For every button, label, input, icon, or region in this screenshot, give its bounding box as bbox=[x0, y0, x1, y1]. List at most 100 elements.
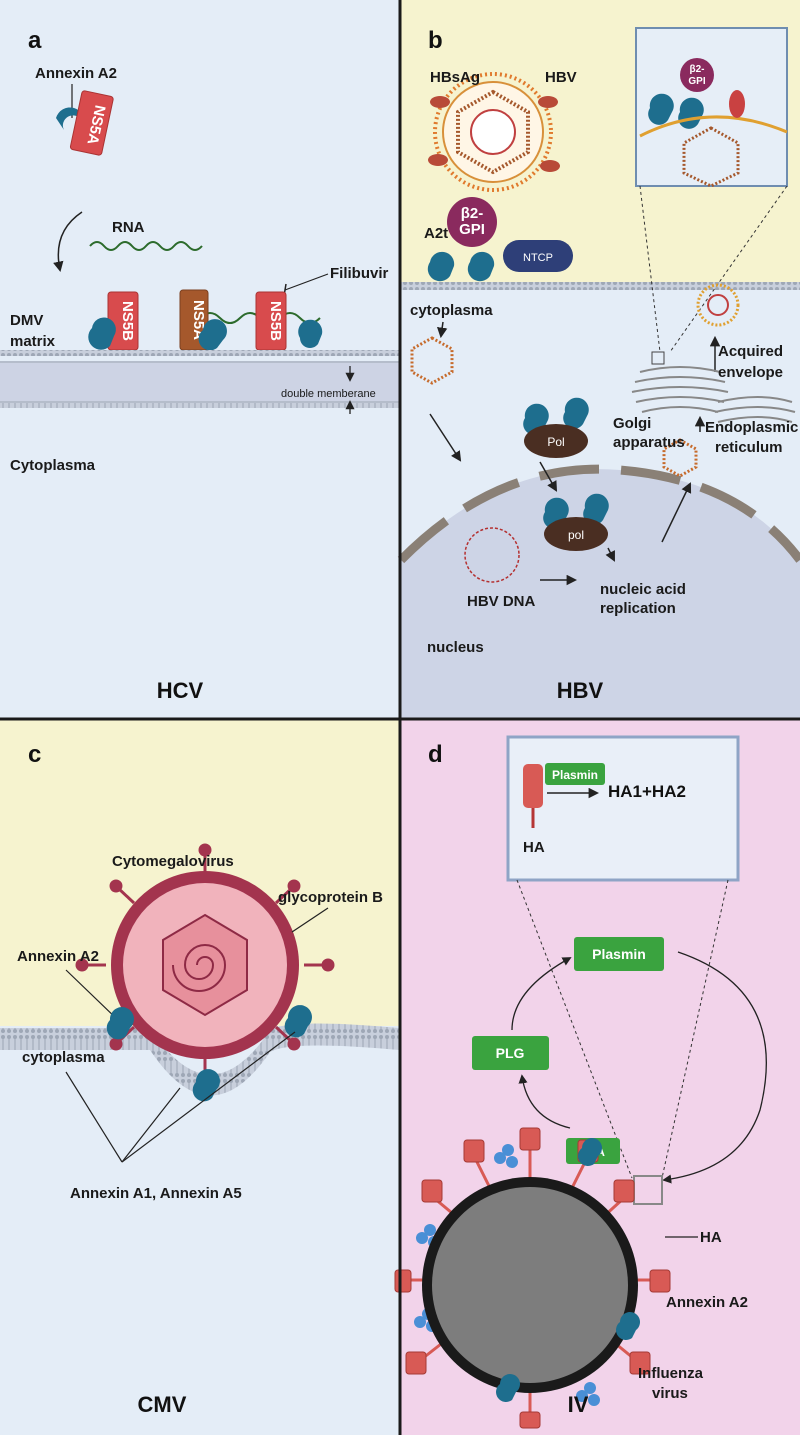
b2gpi-circle bbox=[447, 197, 497, 247]
cytoplasma-label: Cytoplasma bbox=[10, 457, 96, 474]
hbv-virion-label: HBV bbox=[545, 69, 577, 86]
panel-a: a Annexin A2 NS5A RNA Filibuvir DMV matr… bbox=[0, 0, 399, 718]
filibuvir-label: Filibuvir bbox=[330, 265, 389, 282]
golgi-label-line1: Golgi bbox=[613, 415, 651, 432]
pol-upper-label: Pol bbox=[547, 435, 564, 449]
annexin-a1-a5-label: Annexin A1, Annexin A5 bbox=[70, 1185, 242, 1202]
b2gpi-label-line2: GPI bbox=[459, 221, 485, 238]
dmv-membrane-bottom bbox=[0, 402, 399, 408]
panel-d: d Plasmin HA1+HA2 HA Plasmin PLG t-PA bbox=[394, 720, 800, 1435]
panel-d-letter: d bbox=[428, 741, 443, 768]
ntcp-receptor bbox=[503, 240, 573, 272]
pol-lower-label: pol bbox=[568, 528, 584, 542]
ns5b-right-label: NS5B bbox=[267, 301, 284, 341]
d-zoom-line-left bbox=[516, 879, 633, 1179]
capsid-cytoplasm bbox=[410, 336, 454, 385]
a2t-annexin-left bbox=[427, 251, 455, 282]
plasmin-box bbox=[574, 937, 664, 971]
ha-label: HA bbox=[700, 1229, 722, 1246]
panel-a-letter: a bbox=[28, 27, 42, 54]
zoom-box bbox=[651, 351, 665, 365]
annexin-shape-ns5b-left bbox=[88, 317, 116, 350]
panel-b-title: HBV bbox=[557, 678, 604, 703]
ns5a-middle-label: NS5A bbox=[190, 300, 207, 340]
free-annexin-shape bbox=[298, 319, 323, 349]
a2t-annexin-right bbox=[467, 251, 495, 282]
tpa-to-plg-arrow bbox=[518, 1074, 571, 1129]
double-membrane-label: double memberane bbox=[281, 388, 376, 400]
enveloped-virion bbox=[696, 283, 740, 327]
golgi-label-line2: apparatus bbox=[613, 434, 685, 451]
ns5a-annexin-complex: NS5A bbox=[56, 90, 114, 156]
replication-label-line1: nucleic acid bbox=[600, 581, 686, 598]
rna-label: RNA bbox=[112, 219, 145, 236]
panel-a-background bbox=[0, 0, 399, 718]
inset-plasmin-label: Plasmin bbox=[552, 768, 598, 782]
panel-d-title: IV bbox=[568, 1392, 589, 1417]
dmv-membrane-top bbox=[0, 350, 399, 356]
ns5b-protein-left: NS5B bbox=[88, 291, 139, 351]
influenza-core bbox=[432, 1187, 628, 1383]
influenza-label-line1: Influenza bbox=[638, 1365, 704, 1382]
panel-b-cytoplasma-label: cytoplasma bbox=[410, 302, 493, 319]
plg-box bbox=[472, 1036, 549, 1070]
plg-label: PLG bbox=[496, 1045, 525, 1061]
pol-upper bbox=[524, 424, 588, 458]
er-label-line2: reticulum bbox=[715, 439, 783, 456]
ha1-ha2-label: HA1+HA2 bbox=[608, 782, 686, 801]
inset-plasmin-box bbox=[545, 763, 605, 785]
dmv-label: DMV bbox=[10, 312, 43, 329]
b2gpi-label-line1: β2- bbox=[461, 205, 484, 222]
d-zoom-line-right bbox=[661, 879, 729, 1179]
influenza-virus bbox=[394, 1127, 671, 1429]
replication-label-line2: replication bbox=[600, 600, 676, 617]
ns5a-protein bbox=[69, 90, 114, 156]
ha-cleavage-inset bbox=[506, 735, 740, 882]
nucleus-label: nucleus bbox=[427, 639, 484, 656]
endoplasmic-reticulum bbox=[714, 396, 796, 423]
acquired-envelope-line1: Acquired bbox=[718, 343, 783, 360]
inset-zoom-line-right bbox=[669, 185, 788, 353]
panel-a-title: HCV bbox=[157, 678, 204, 703]
ns5b-protein-right: NS5B bbox=[255, 291, 287, 351]
inset-zoom-line-left bbox=[639, 185, 661, 353]
inset-ha-label: HA bbox=[523, 839, 545, 856]
panel-b: b HBsAg HBV β2- GPI A2t NTCP β2- GPI bbox=[397, 0, 800, 718]
plasmin-label: Plasmin bbox=[592, 946, 646, 962]
matrix-label: matrix bbox=[10, 333, 56, 350]
plasmin-to-ha-arrow bbox=[662, 951, 767, 1184]
inset-b2gpi-line2: GPI bbox=[688, 76, 705, 87]
panel-c-cytoplasma-label: cytoplasma bbox=[22, 1049, 105, 1066]
annexin-a2-label: Annexin A2 bbox=[35, 65, 117, 82]
hbv-dna-label: HBV DNA bbox=[467, 593, 536, 610]
glycoprotein-b-label: glycoprotein B bbox=[278, 889, 383, 906]
pol-lower bbox=[544, 517, 608, 551]
inset-b2gpi-line1: β2- bbox=[690, 64, 705, 75]
filibuvir-pointer bbox=[284, 273, 329, 291]
cytomegalovirus-label: Cytomegalovirus bbox=[112, 853, 234, 870]
hbv-dna-circle bbox=[464, 527, 520, 583]
acquired-envelope-line2: envelope bbox=[718, 364, 783, 381]
a2t-label: A2t bbox=[424, 225, 448, 242]
nucleus-region bbox=[401, 469, 800, 718]
cmv-virion bbox=[75, 843, 335, 1087]
golgi-apparatus bbox=[631, 366, 729, 413]
hbsag-label: HBsAg bbox=[430, 69, 480, 86]
annexin-shape-ns5a-middle bbox=[198, 319, 227, 351]
inset-ha-protein bbox=[523, 764, 543, 808]
rna-strand bbox=[89, 241, 203, 251]
ns5b-left-label: NS5B bbox=[119, 301, 136, 341]
panel-c-letter: c bbox=[28, 741, 41, 768]
influenza-label-line2: virus bbox=[652, 1385, 688, 1402]
plasma-membrane bbox=[401, 282, 800, 290]
hbv-virion bbox=[428, 72, 560, 192]
panel-b-letter: b bbox=[428, 27, 443, 54]
hbsag-protein bbox=[430, 96, 450, 108]
double-membrane-lumen bbox=[0, 362, 399, 402]
panel-c-title: CMV bbox=[138, 1392, 187, 1417]
ntcp-label: NTCP bbox=[523, 252, 553, 264]
annexin-a2-d-label: Annexin A2 bbox=[666, 1294, 748, 1311]
annexin-to-dmv-arrow bbox=[53, 211, 83, 273]
er-label-line1: Endoplasmic bbox=[705, 419, 798, 436]
